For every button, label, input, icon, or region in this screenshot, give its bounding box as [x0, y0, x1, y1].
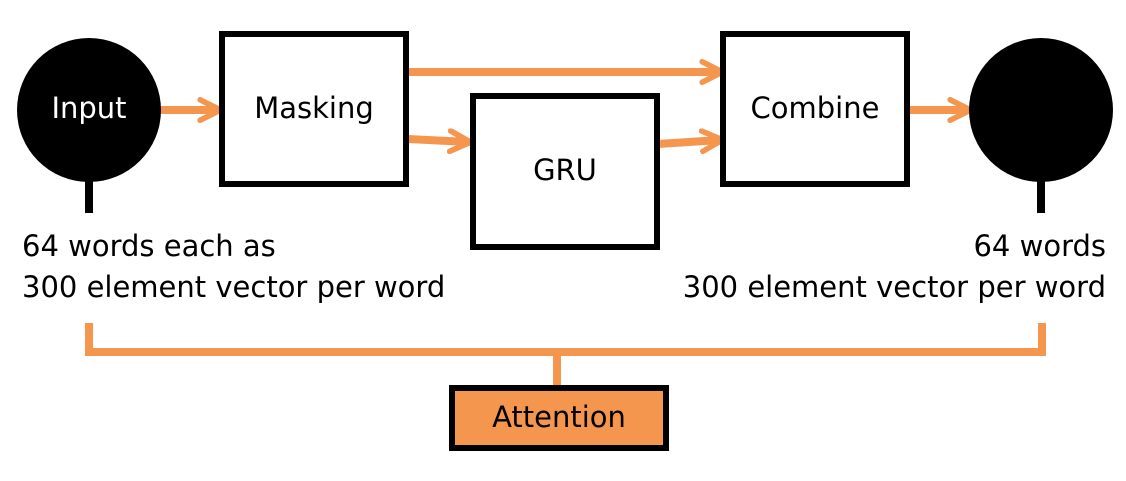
gru-node: GRU	[470, 93, 660, 250]
attention-node: Attention	[449, 385, 669, 451]
input-caption-line2: 300 element vector per word	[22, 270, 445, 304]
output-node	[969, 38, 1113, 213]
combine-label: Combine	[751, 91, 880, 125]
output-caption: 64 words 300 element vector per word	[683, 229, 1106, 304]
edge-masking-to-gru	[407, 139, 468, 142]
edges	[85, 72, 1046, 388]
edge-gru-to-combine	[657, 140, 720, 144]
gru-box	[470, 93, 660, 250]
gru-label: GRU	[533, 153, 597, 187]
masking-label: Masking	[254, 91, 374, 125]
edge-attention-bracket	[85, 323, 1046, 356]
combine-box	[720, 31, 910, 187]
masking-node: Masking	[219, 31, 409, 187]
output-caption-line2: 300 element vector per word	[683, 270, 1106, 304]
input-caption-line1: 64 words each as	[22, 229, 276, 263]
attention-label: Attention	[492, 400, 626, 434]
input-caption: 64 words each as 300 element vector per …	[22, 229, 445, 304]
input-node: Input	[17, 38, 161, 213]
input-label: Input	[51, 91, 126, 125]
output-caption-line1: 64 words	[973, 229, 1106, 263]
input-circle	[17, 38, 161, 182]
output-circle	[969, 38, 1113, 182]
masking-box	[219, 31, 409, 187]
attention-box	[449, 385, 669, 451]
combine-node: Combine	[720, 31, 910, 187]
